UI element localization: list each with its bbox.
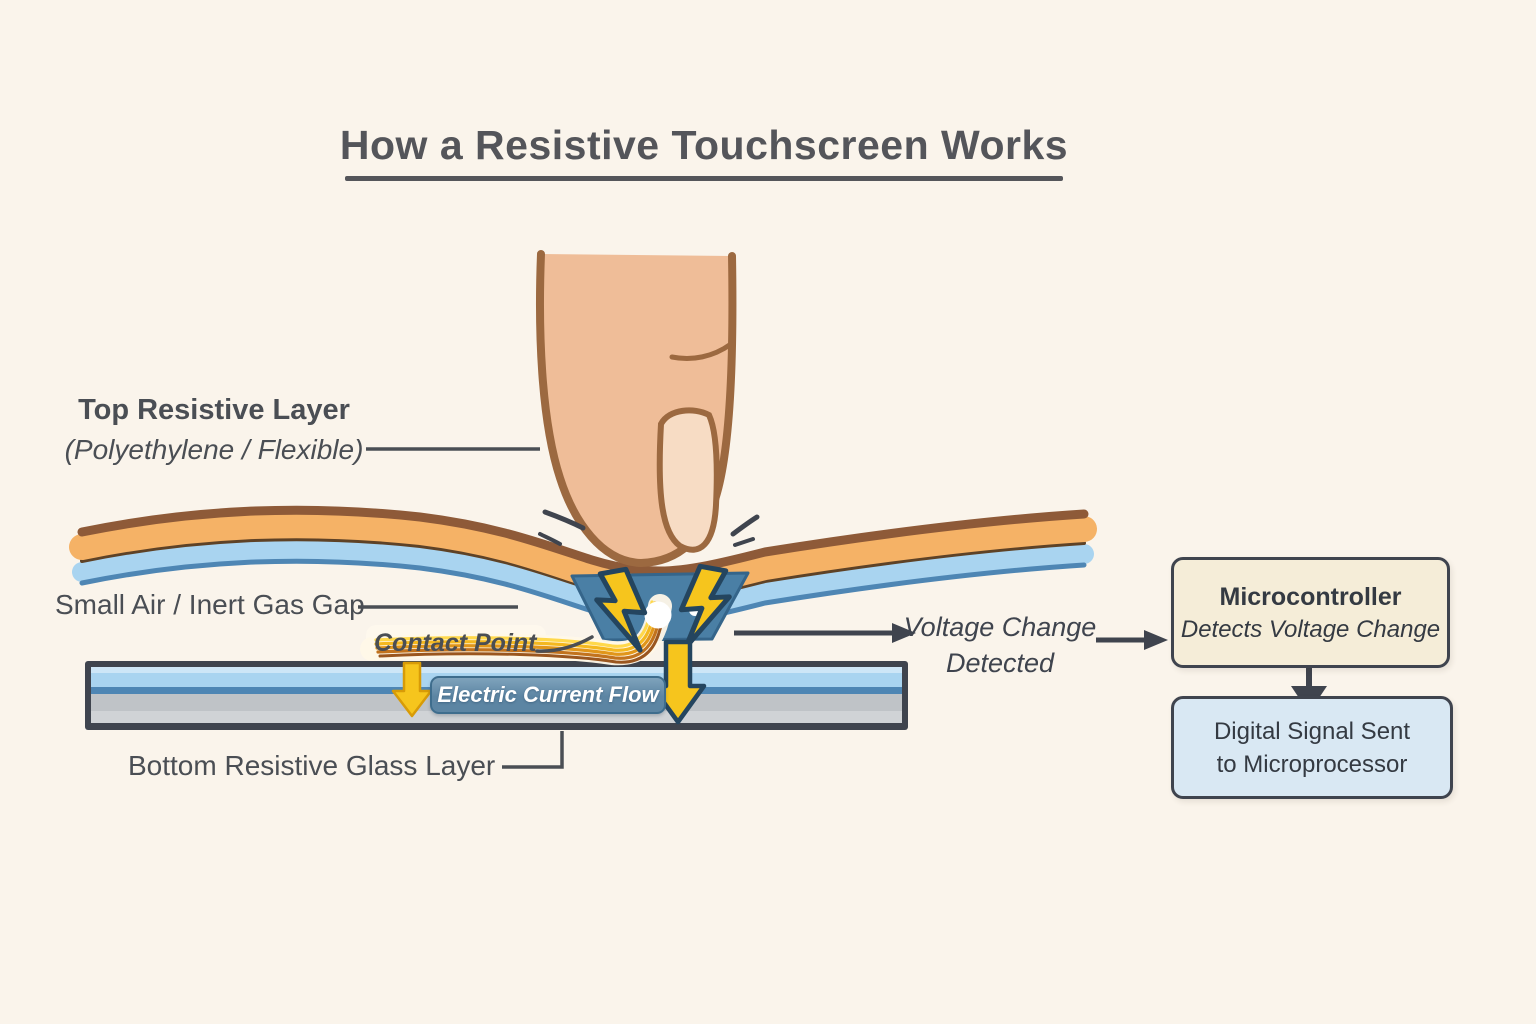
label-voltage-change: Voltage Change Detected (878, 609, 1122, 681)
digital-signal-box: Digital Signal Sent to Microprocessor (1171, 696, 1453, 799)
label-air-gap: Small Air / Inert Gas Gap (55, 589, 365, 620)
label-connectors (358, 447, 594, 769)
label-bottom-glass-layer: Bottom Resistive Glass Layer (128, 750, 496, 781)
label-voltage-change-line1: Voltage Change (903, 612, 1097, 642)
digital-signal-box-line1: Digital Signal Sent (1213, 717, 1411, 745)
lightning-bolt-icon-right (678, 563, 732, 650)
digital-signal-box-line2: to Microprocessor (1216, 750, 1408, 778)
press-stress-marks (538, 509, 760, 547)
voltage-flow-arrow (734, 623, 916, 643)
microcontroller-box-subtitle: Detects Voltage Change (1180, 615, 1441, 643)
title-underline (345, 176, 1063, 181)
electric-current-flow-label: Electric Current Flow (437, 682, 659, 707)
lightning-bolt-icon-left (594, 566, 648, 653)
current-flow-lines (360, 594, 672, 666)
fingernail (656, 407, 720, 553)
microcontroller-box: Microcontroller Detects Voltage Change (1171, 557, 1450, 668)
to-microcontroller-arrow (1096, 630, 1168, 650)
label-contact-point: Contact Point (374, 629, 537, 657)
label-top-resistive-layer-line2: (Polyethylene / Flexible) (64, 434, 364, 465)
microcontroller-box-title: Microcontroller (1219, 582, 1402, 611)
label-top-resistive-layer-line1: Top Resistive Layer (78, 394, 350, 426)
label-voltage-change-line2: Detected (945, 648, 1055, 678)
finger-crease (669, 341, 734, 361)
current-down-arrow-left (391, 661, 433, 718)
finger-illustration (536, 250, 737, 568)
electric-current-flow-badge: Electric Current Flow (430, 676, 666, 714)
page-title: How a Resistive Touchscreen Works (339, 122, 1069, 168)
label-top-resistive-layer: Top Resistive Layer (Polyethylene / Flex… (40, 390, 388, 470)
